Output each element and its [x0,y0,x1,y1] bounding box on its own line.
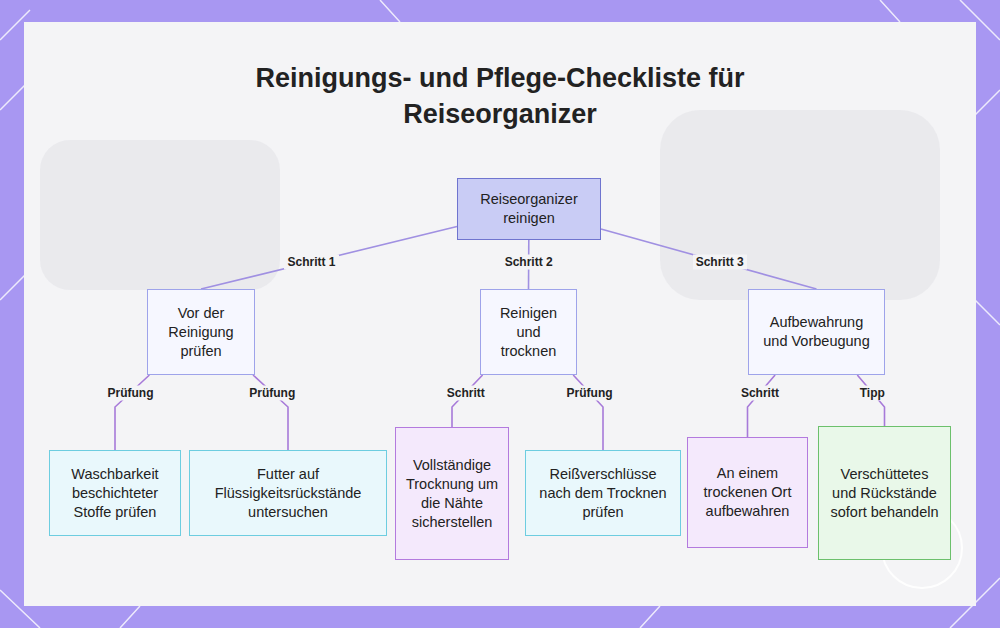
node-text: Vollständige Trocknung um die Nähte sich… [396,450,508,538]
node-text: Reinigen und trocknen [481,298,576,367]
edge-label: Prüfung [246,385,298,400]
edge-label: Schritt 1 [284,255,338,270]
edge-label: Prüfung [104,385,156,400]
task-box: An einem trockenen Ort aufbewahren [687,437,808,548]
edge-label: Tipp [857,385,888,400]
step-box: Aufbewahrung und Vorbeugung [748,289,885,375]
check-box: Futter auf Flüssigkeitsrückstände unters… [189,450,387,536]
edge-label: Prüfung [564,385,616,400]
edge-label: Schritt [444,385,488,400]
connector-line [857,375,884,426]
connector-line [201,227,457,289]
node-text: Verschüttetes und Rückstände sofort beha… [819,459,950,528]
check-box: Waschbarkeit beschichteter Stoffe prüfen [49,450,181,536]
check-box: Reißverschlüsse nach dem Trocknen prüfen [525,450,681,536]
node-text: An einem trockenen Ort aufbewahren [688,458,807,527]
node-text: Futter auf Flüssigkeitsrückstände unters… [190,459,386,528]
root-box: Reiseorganizer reinigen [457,178,601,240]
task-box: Vollständige Trocknung um die Nähte sich… [395,427,509,560]
node-text: Aufbewahrung und Vorbeugung [749,307,884,357]
edge-label: Schritt 2 [502,255,556,270]
tip-box: Verschüttetes und Rückstände sofort beha… [818,426,951,560]
panel [24,22,976,606]
edge-label: Schritt [738,385,782,400]
node-text: Waschbarkeit beschichteter Stoffe prüfen [50,459,180,528]
step-box: Reinigen und trocknen [480,289,577,375]
node-text: Reißverschlüsse nach dem Trocknen prüfen [526,459,680,528]
step-box: Vor der Reinigung prüfen [147,289,255,375]
blurred-photo [40,110,940,300]
diagram-title: Reinigungs- und Pflege-Checkliste für Re… [250,60,750,132]
connector-line [452,375,483,427]
connector-line [601,229,817,289]
node-text: Vor der Reinigung prüfen [148,298,254,367]
node-text: Reiseorganizer reinigen [458,184,600,234]
edge-label: Schritt 3 [693,255,747,270]
